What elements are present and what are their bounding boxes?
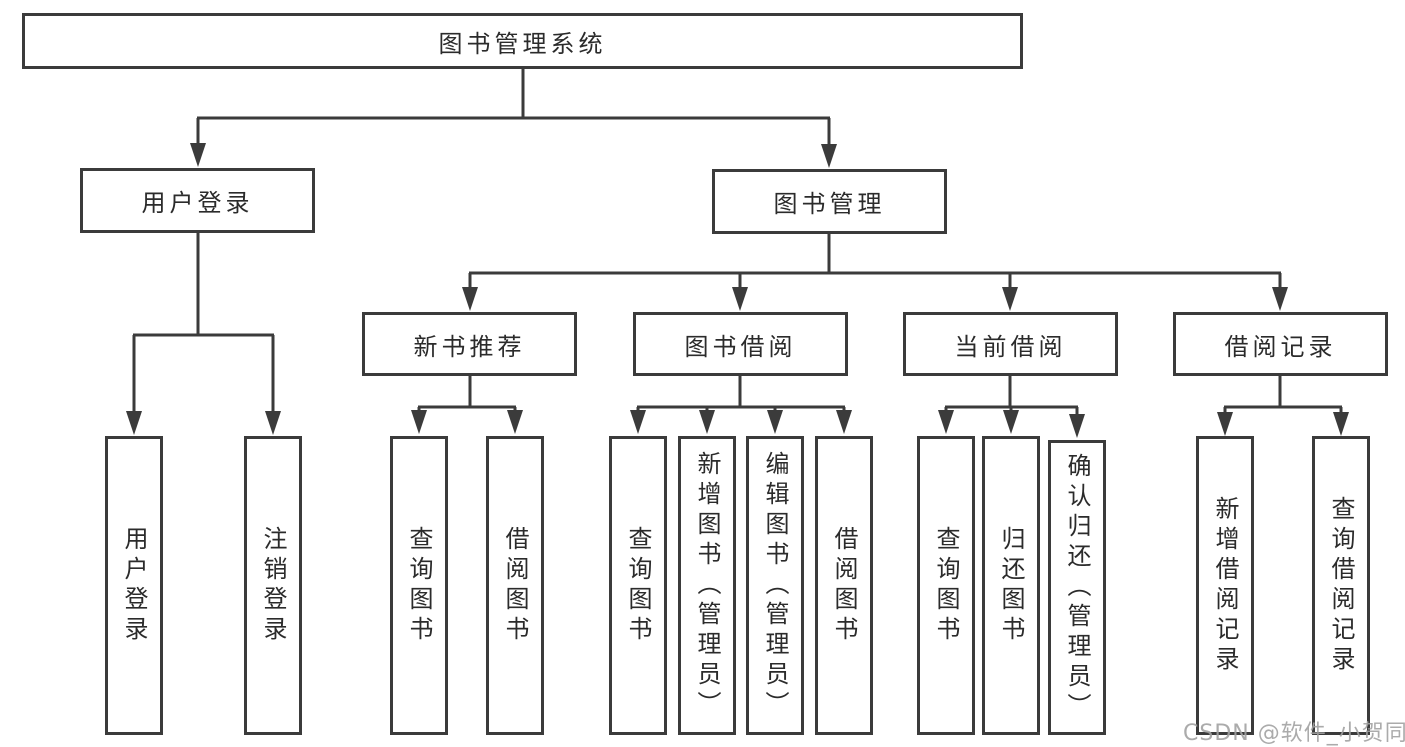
arrowhead-icon [1003, 410, 1019, 434]
node-borrowing-records-label: 借阅记录 [1224, 332, 1337, 361]
node-leaf-confirm-return: 确认归还（管理员） [1048, 440, 1106, 735]
node-leaf-add-books-label: 新增图书（管理员） [693, 450, 721, 721]
node-current-borrowing-label: 当前借阅 [954, 332, 1067, 361]
node-leaf-query-books-1-label: 查询图书 [405, 525, 433, 646]
node-book-borrowing: 图书借阅 [633, 312, 848, 376]
arrowhead-icon [938, 410, 954, 434]
arrowhead-icon [630, 410, 646, 434]
node-leaf-query-books-1: 查询图书 [390, 436, 448, 735]
node-current-borrowing: 当前借阅 [903, 312, 1118, 376]
node-leaf-return-books-label: 归还图书 [997, 525, 1025, 646]
node-leaf-borrow-books-2-label: 借阅图书 [830, 525, 858, 646]
node-leaf-query-books-3-label: 查询图书 [932, 525, 960, 646]
arrowhead-icon [126, 411, 142, 435]
node-user-login-label: 用户登录 [141, 189, 254, 217]
node-leaf-query-books-2-label: 查询图书 [624, 525, 652, 646]
node-leaf-query-books-3: 查询图书 [917, 436, 975, 735]
node-leaf-return-books: 归还图书 [982, 436, 1040, 735]
node-root-label: 图书管理系统 [438, 29, 607, 58]
node-leaf-add-books: 新增图书（管理员） [678, 436, 736, 735]
node-leaf-query-books-2: 查询图书 [609, 436, 667, 735]
connector-lines [132, 69, 1343, 416]
node-leaf-borrow-books-1: 借阅图书 [486, 436, 544, 735]
node-leaf-borrow-books-2: 借阅图书 [815, 436, 873, 735]
node-leaf-add-borrow-record: 新增借阅记录 [1196, 436, 1254, 735]
arrowhead-icon [1272, 287, 1288, 311]
node-book-management-label: 图书管理 [773, 190, 886, 218]
arrowhead-icon [1333, 412, 1349, 436]
node-leaf-query-borrow-record-label: 查询借阅记录 [1327, 495, 1355, 676]
node-leaf-borrow-books-1-label: 借阅图书 [501, 525, 529, 646]
node-leaf-user-login: 用户登录 [105, 436, 163, 735]
arrowhead-icon [767, 410, 783, 434]
node-root: 图书管理系统 [22, 13, 1023, 69]
node-leaf-query-borrow-record: 查询借阅记录 [1312, 436, 1370, 735]
node-leaf-add-borrow-record-label: 新增借阅记录 [1211, 495, 1239, 676]
arrowhead-icon [1069, 414, 1085, 438]
node-book-management: 图书管理 [712, 169, 947, 234]
node-new-book-recommend-label: 新书推荐 [413, 332, 526, 361]
arrowhead-icon [699, 410, 715, 434]
node-borrowing-records: 借阅记录 [1173, 312, 1388, 376]
arrowhead-icon [411, 410, 427, 434]
arrowheads [126, 143, 1349, 438]
arrowhead-icon [821, 144, 837, 168]
node-book-borrowing-label: 图书借阅 [684, 332, 797, 361]
node-leaf-logout: 注销登录 [244, 436, 302, 735]
node-leaf-user-login-label: 用户登录 [120, 525, 148, 646]
node-leaf-logout-label: 注销登录 [259, 525, 287, 646]
arrowhead-icon [1002, 287, 1018, 311]
arrowhead-icon [507, 410, 523, 434]
arrowhead-icon [190, 143, 206, 167]
arrowhead-icon [265, 411, 281, 435]
arrowhead-icon [732, 287, 748, 311]
node-leaf-edit-books: 编辑图书（管理员） [746, 436, 804, 735]
node-leaf-edit-books-label: 编辑图书（管理员） [761, 450, 789, 721]
arrowhead-icon [1217, 412, 1233, 436]
watermark: CSDN @软件_小贺同学 [1183, 721, 1405, 746]
arrowhead-icon [462, 287, 478, 311]
node-user-login: 用户登录 [80, 168, 315, 233]
node-new-book-recommend: 新书推荐 [362, 312, 577, 376]
node-leaf-confirm-return-label: 确认归还（管理员） [1063, 452, 1091, 723]
arrowhead-icon [836, 410, 852, 434]
